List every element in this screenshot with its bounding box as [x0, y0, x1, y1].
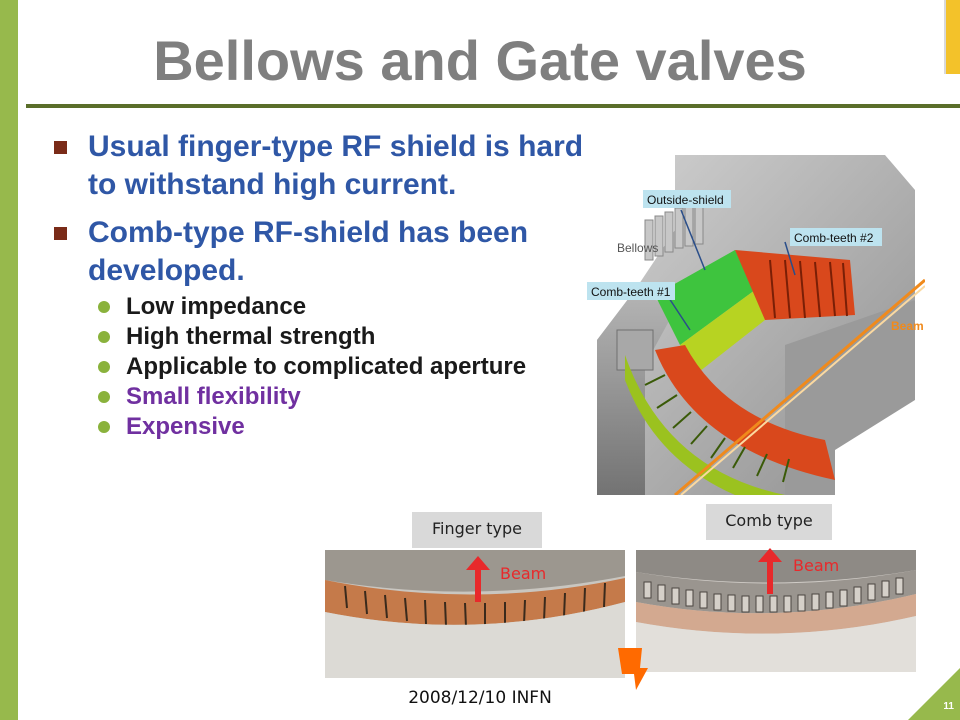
page-corner — [908, 668, 960, 720]
comb-teeth-1-label-bg — [587, 282, 675, 300]
bullet-finger-shield: Usual finger-type RF shield is hard to w… — [48, 128, 588, 204]
corner-accent-line — [944, 0, 946, 74]
comb-type-photo — [636, 550, 916, 672]
slide-title: Bellows and Gate valves — [153, 29, 807, 92]
comb-lower-arc — [655, 345, 835, 480]
comb-teeth-1-label: Comb-teeth #1 — [591, 285, 671, 299]
beam-label-comb: Beam — [793, 556, 840, 575]
sub-bullet-text: High thermal strength — [126, 323, 376, 350]
comb-teeth-lines — [769, 259, 848, 319]
sub-bullet-thermal-strength: High thermal strength — [88, 322, 588, 352]
outside-shield-shape — [655, 250, 755, 345]
slide-footer: 2008/12/10 INFN — [408, 688, 552, 708]
bullet-dot-icon — [98, 301, 110, 313]
transition-arrow-icon — [618, 648, 648, 690]
sub-bullet-expensive: Expensive — [88, 412, 588, 442]
beam-line — [674, 278, 926, 497]
bullet-dot-icon — [98, 421, 110, 433]
left-accent-bar — [0, 0, 18, 720]
bullet-dot-icon — [98, 331, 110, 343]
bullet-square-icon — [54, 227, 67, 240]
comb-teeth-1-shape — [680, 290, 765, 375]
page-number: 11 — [943, 701, 954, 712]
sub-bullet-aperture: Applicable to complicated aperture — [88, 352, 588, 382]
comb-teeth-2-shape — [735, 250, 855, 320]
bellows-label: Bellows — [617, 241, 658, 255]
comb-teeth-2-label-bg — [790, 228, 882, 246]
bullet-text: Usual finger-type RF shield is hard to w… — [88, 130, 584, 201]
comb-shield-render: Outside-shield Bellows Comb-teeth #2 Com… — [585, 150, 926, 497]
beam-label-finger: Beam — [500, 564, 547, 583]
beam-line-glow — [680, 285, 926, 496]
sub-bullet-text: Expensive — [126, 413, 245, 440]
comb-shield-illustration: Outside-shield Bellows Comb-teeth #2 Com… — [587, 155, 926, 497]
beam-arrow-finger-icon — [466, 556, 490, 602]
sub-bullet-flexibility: Small flexibility — [88, 382, 588, 412]
comb-lower-teeth — [644, 374, 790, 483]
sub-bullet-text: Small flexibility — [126, 383, 301, 410]
comb-type-label: Comb type — [706, 504, 832, 540]
title-rule — [26, 104, 960, 108]
beam-diagram-label: Beam — [891, 319, 924, 333]
bullet-text: Comb-type RF-shield has been developed. — [88, 216, 529, 287]
corner-accent — [946, 0, 960, 74]
beam-arrow-comb-icon — [758, 548, 782, 594]
bullet-comb-shield: Comb-type RF-shield has been developed. — [48, 214, 588, 290]
comb-teeth-2-label: Comb-teeth #2 — [794, 231, 874, 245]
outside-shield-label-bg — [643, 190, 731, 208]
comb-type-image — [636, 550, 916, 672]
bullet-dot-icon — [98, 361, 110, 373]
sub-bullet-list: Low impedance High thermal strength Appl… — [48, 292, 588, 442]
comb-lower-green — [625, 355, 785, 495]
finger-type-label: Finger type — [412, 512, 542, 548]
sub-bullet-text: Applicable to complicated aperture — [126, 353, 527, 380]
bullet-square-icon — [54, 141, 67, 154]
housing-window — [616, 329, 654, 371]
sub-bullet-text: Low impedance — [126, 293, 307, 320]
outside-shield-label: Outside-shield — [647, 193, 724, 207]
sub-bullet-low-impedance: Low impedance — [88, 292, 588, 322]
bullet-dot-icon — [98, 391, 110, 403]
bullet-list: Usual finger-type RF shield is hard to w… — [48, 128, 588, 442]
